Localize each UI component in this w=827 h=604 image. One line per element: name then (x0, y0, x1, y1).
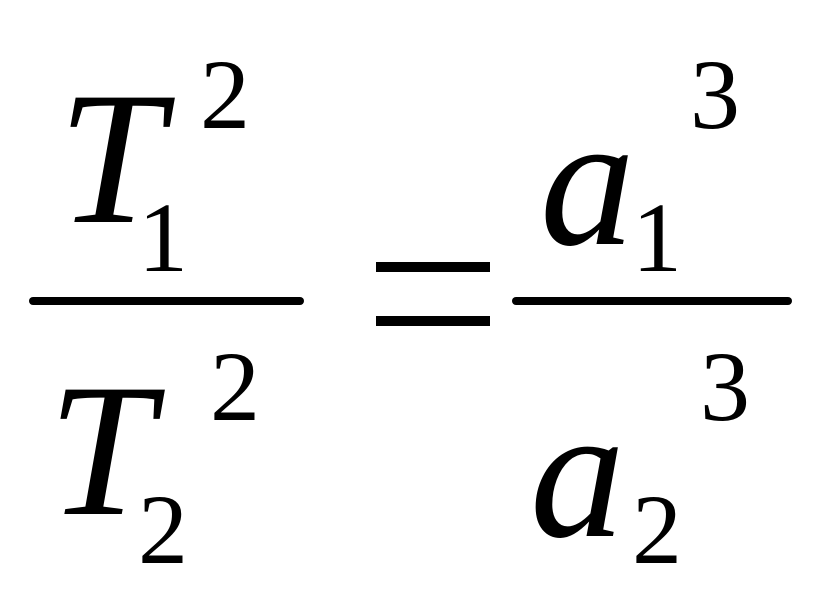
right-denominator-subscript: 2 (632, 474, 682, 585)
left-denominator-subscript: 2 (138, 474, 188, 585)
equals-sign-top-stroke (376, 262, 490, 272)
left-denominator-base: T (48, 346, 154, 556)
left-numerator-base: T (58, 54, 164, 264)
right-numerator-base: a (540, 76, 635, 286)
left-numerator-superscript: 2 (200, 39, 250, 150)
equals-sign-bottom-stroke (376, 316, 490, 326)
left-numerator-subscript: 1 (138, 182, 188, 293)
left-fraction-bar (29, 297, 304, 305)
right-numerator-superscript: 3 (690, 39, 740, 150)
right-denominator-base: a (530, 368, 625, 578)
left-denominator-superscript: 2 (210, 331, 260, 442)
right-denominator-superscript: 3 (700, 331, 750, 442)
right-numerator-subscript: 1 (632, 182, 682, 293)
right-fraction-bar (512, 297, 792, 305)
